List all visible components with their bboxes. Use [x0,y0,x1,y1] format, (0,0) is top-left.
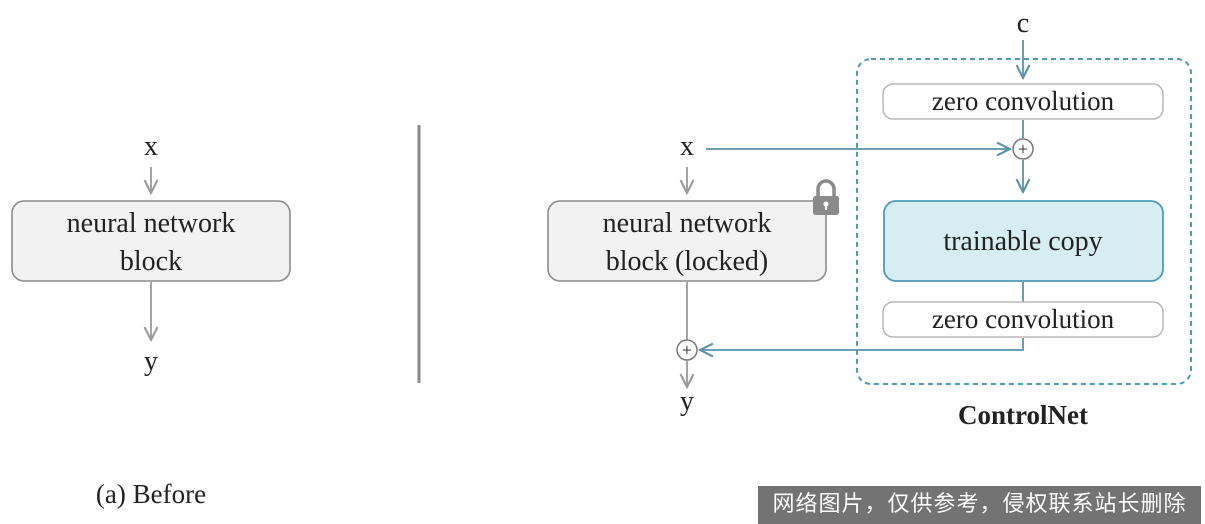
before-neural-block [11,200,291,282]
top-plus-sign: + [1018,139,1028,159]
zero-convolution-top [882,83,1164,120]
zero-convolution-top-label: zero convolution [932,86,1115,116]
zero-conv-to-output-arrow [700,338,1024,350]
before-block-label-line2: block [120,246,182,277]
trainable-copy-block [883,200,1164,282]
output-plus-node [676,339,698,361]
top-plus-node [1012,138,1034,160]
after-panel: x neural network block (locked) + y c ze… [547,8,1192,430]
output-plus-sign: + [682,340,692,360]
zero-convolution-bottom-label: zero convolution [932,304,1115,334]
after-input-x: x [680,131,694,162]
trainable-copy-label: trainable copy [943,226,1102,257]
after-output-y: y [680,386,694,417]
before-panel: x neural network block y (a) Before [11,131,291,509]
before-block-label-line1: neural network [67,208,236,239]
watermark-banner: 网络图片，仅供参考，侵权联系站长删除 [758,486,1201,524]
before-output-y: y [144,346,158,377]
before-input-x: x [144,131,158,162]
lock-icon [813,179,839,215]
locked-block-label-line1: neural network [603,208,772,239]
condition-c: c [1017,8,1029,39]
controlnet-group-border [856,58,1192,385]
controlnet-label: ControlNet [958,400,1088,430]
before-caption: (a) Before [96,479,206,509]
zero-convolution-bottom [882,301,1164,338]
locked-neural-block [547,200,827,282]
locked-block-label-line2: block (locked) [606,246,769,277]
